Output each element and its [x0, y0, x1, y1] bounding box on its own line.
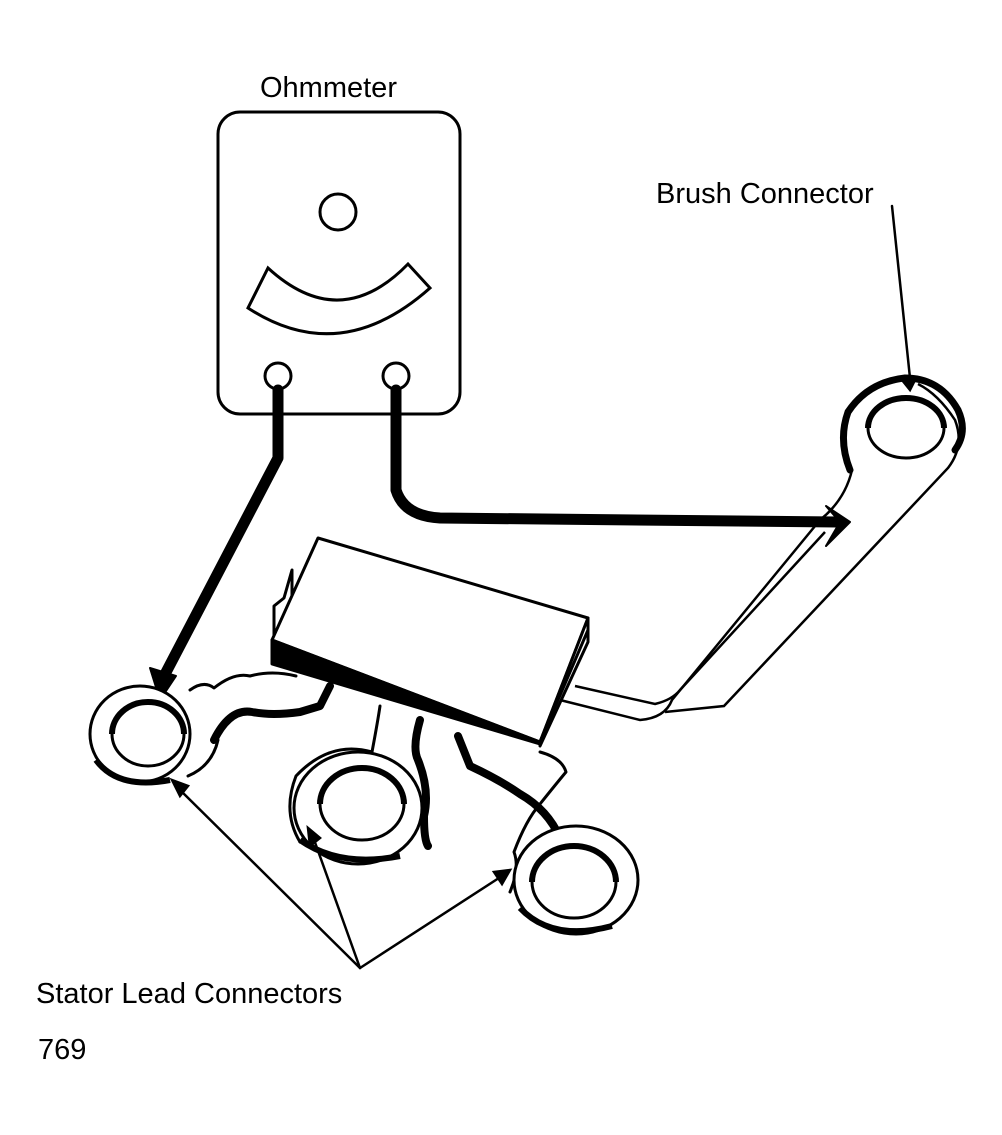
stator-wires — [186, 671, 568, 894]
ohmmeter — [216, 110, 462, 416]
regulator-box — [270, 536, 590, 748]
stator-lead-connectors-label: Stator Lead Connectors — [36, 978, 343, 1010]
stator-connector-2 — [292, 750, 424, 866]
brush-connector-terminal — [840, 374, 966, 474]
plate-strip — [559, 382, 960, 722]
brush-connector-label: Brush Connector — [656, 178, 874, 210]
figure-number: 769 — [38, 1034, 87, 1066]
adjust-knob-icon — [318, 192, 358, 232]
callout-arrows — [169, 204, 919, 970]
meter-scale — [246, 261, 433, 336]
ohmmeter-label: Ohmmeter — [260, 72, 397, 104]
stator-connector-1 — [88, 684, 192, 786]
test-leads — [149, 384, 851, 701]
stator-connector-3 — [512, 824, 640, 936]
